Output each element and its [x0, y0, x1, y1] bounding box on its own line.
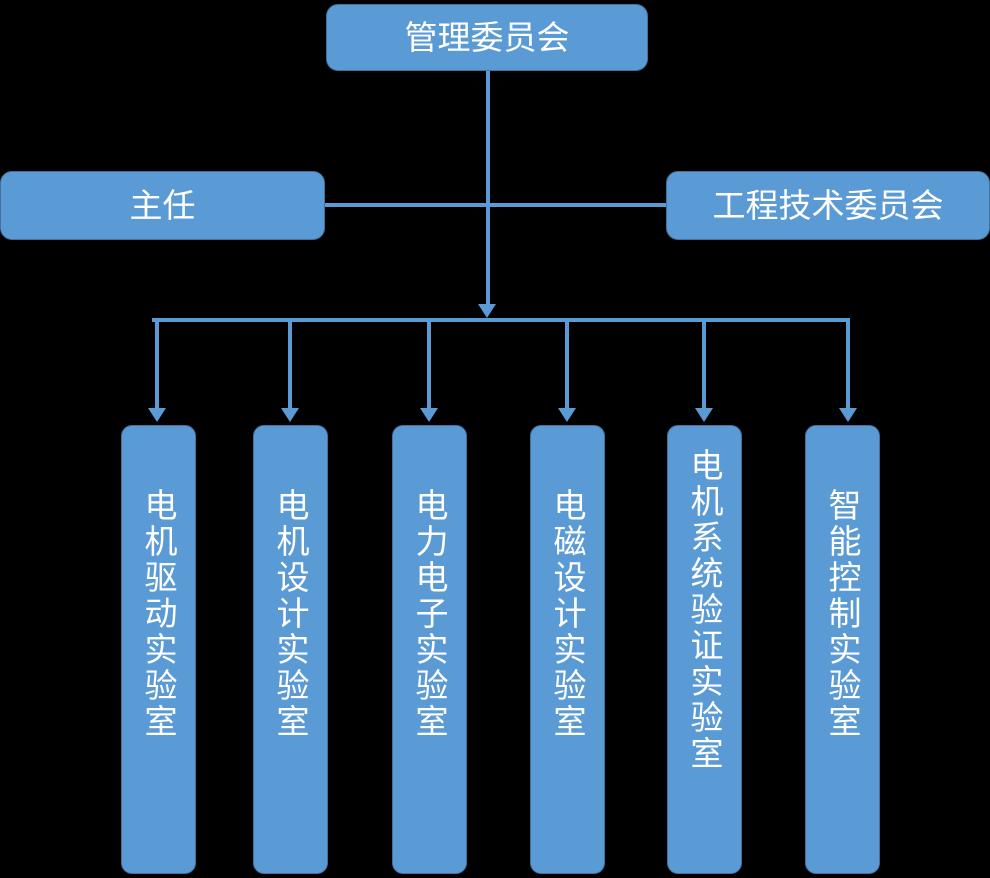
- node-label: 主任: [129, 187, 196, 224]
- connector-arrowhead-1: [148, 408, 166, 422]
- node-label: 管理委员会: [404, 19, 570, 56]
- node-label: 工程技术委员会: [712, 187, 944, 224]
- node-engineering-technology-committee[interactable]: 工程技术委员会: [666, 171, 990, 240]
- connector-drop-2: [288, 318, 292, 410]
- connector-arrowhead-3: [420, 408, 438, 422]
- connector-level2-horizontal: [325, 203, 666, 207]
- connector-drop-1: [155, 318, 159, 410]
- node-management-committee[interactable]: 管理委员会: [326, 4, 648, 71]
- node-motor-drive-lab[interactable]: 电机驱动实验室: [121, 425, 196, 874]
- node-power-electronics-lab[interactable]: 电力电子实验室: [392, 425, 467, 874]
- connector-trunk-arrowhead: [478, 304, 496, 318]
- node-label: 智能控制实验室: [824, 488, 861, 740]
- node-label: 电力电子实验室: [411, 488, 448, 740]
- node-motor-system-verification-lab[interactable]: 电机系统验证实验室: [667, 425, 742, 874]
- node-label: 电磁设计实验室: [549, 488, 586, 740]
- node-director[interactable]: 主任: [0, 171, 325, 240]
- connector-drop-3: [427, 318, 431, 410]
- node-label: 电机驱动实验室: [140, 488, 177, 740]
- connector-drop-6: [846, 318, 850, 410]
- connector-arrowhead-6: [839, 408, 857, 422]
- connector-drop-5: [702, 318, 706, 410]
- connector-arrowhead-2: [281, 408, 299, 422]
- node-intelligent-control-lab[interactable]: 智能控制实验室: [805, 425, 880, 874]
- connector-drop-4: [565, 318, 569, 410]
- connector-arrowhead-4: [558, 408, 576, 422]
- node-electromagnetic-design-lab[interactable]: 电磁设计实验室: [530, 425, 605, 874]
- connector-trunk-vertical: [486, 71, 490, 306]
- node-label: 电机设计实验室: [272, 488, 309, 740]
- connector-arrowhead-5: [695, 408, 713, 422]
- node-label: 电机系统验证实验室: [686, 448, 723, 772]
- node-motor-design-lab[interactable]: 电机设计实验室: [253, 425, 328, 874]
- connector-distribution-bar: [152, 318, 850, 322]
